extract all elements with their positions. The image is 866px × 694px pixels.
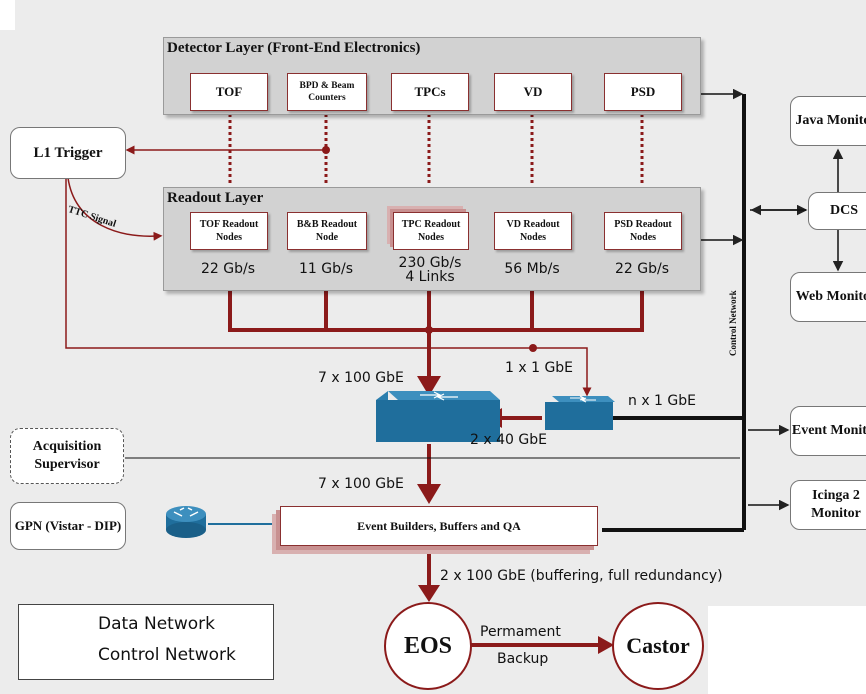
link-eos: 2 x 100 GbE (buffering, full redundancy) xyxy=(440,568,723,584)
legend-data-label: Data Network xyxy=(98,614,215,634)
rate-tof: 22 Gb/s xyxy=(200,261,255,277)
detector-module-bpd: BPD & Beam Counters xyxy=(287,73,367,111)
detector-layer-title: Detector Layer (Front-End Electronics) xyxy=(167,40,421,56)
readout-node-bb: B&B Readout Node xyxy=(287,212,367,250)
arrowhead-main-up xyxy=(417,376,441,396)
dcs-box: DCS xyxy=(808,192,866,230)
gpn-box: GPN (Vistar - DIP) xyxy=(10,502,126,550)
main-switch-icon xyxy=(376,391,500,442)
readout-node-vd: VD Readout Nodes xyxy=(494,212,572,250)
backup-label-line1: Permament xyxy=(480,624,561,640)
trigger-lines xyxy=(65,145,592,397)
arrowhead-castor xyxy=(598,636,614,654)
readout-node-tof: TOF Readout Nodes xyxy=(190,212,268,250)
legend-box xyxy=(18,604,274,680)
data-network-lines xyxy=(228,290,644,647)
rate-bb: 11 Gb/s xyxy=(298,261,353,277)
event-monitor-box: Event Monitor xyxy=(790,406,866,456)
link-nx1: n x 1 GbE xyxy=(628,393,696,409)
acquisition-supervisor-box: Acquisition Supervisor xyxy=(10,428,124,484)
icinga-monitor-box: Icinga 2 Monitor xyxy=(790,480,866,530)
background-cutout xyxy=(0,0,15,30)
small-switch-icon xyxy=(545,395,615,430)
rate-tpc-links: 4 Links xyxy=(405,269,455,285)
legend-control-label: Control Network xyxy=(98,645,236,665)
readout-node-tpc: TPC Readout Nodes xyxy=(393,212,469,250)
java-monitor-box: Java Monitor xyxy=(790,96,866,146)
router-icon xyxy=(166,506,206,538)
arrowhead-eos xyxy=(418,585,440,602)
detector-module-tpcs: TPCs xyxy=(391,73,469,111)
backup-label-line2: Backup xyxy=(497,651,549,667)
control-network-lines xyxy=(125,88,844,532)
link-2x40: 2 x 40 GbE xyxy=(470,432,547,448)
eos-storage: EOS xyxy=(384,602,472,690)
readout-node-psd: PSD Readout Nodes xyxy=(604,212,682,250)
data-junction xyxy=(425,326,433,334)
detector-module-psd: PSD xyxy=(604,73,682,111)
detector-module-tof: TOF xyxy=(190,73,268,111)
link-main-down: 7 x 100 GbE xyxy=(318,476,404,492)
rate-psd: 22 Gb/s xyxy=(614,261,669,277)
control-network-label: Control Network xyxy=(728,290,738,356)
readout-layer-title: Readout Layer xyxy=(167,190,264,206)
background-cutout-bottom xyxy=(708,606,866,694)
dotted-detector-links xyxy=(228,114,644,186)
small-switch-junction xyxy=(529,344,537,352)
l1-trigger-box: L1 Trigger xyxy=(10,127,126,179)
detector-module-vd: VD xyxy=(494,73,572,111)
event-builders-box: Event Builders, Buffers and QA xyxy=(280,506,598,546)
rate-tpc: 230 Gb/s xyxy=(398,255,462,271)
arrowhead-main-down xyxy=(417,484,441,504)
castor-storage: Castor xyxy=(612,602,704,690)
link-1x1: 1 x 1 GbE xyxy=(505,360,574,376)
link-main-up: 7 x 100 GbE xyxy=(318,370,404,386)
rate-vd: 56 Mb/s xyxy=(504,261,560,277)
web-monitor-box: Web Monitor xyxy=(790,272,866,322)
trigger-junction xyxy=(322,146,330,154)
